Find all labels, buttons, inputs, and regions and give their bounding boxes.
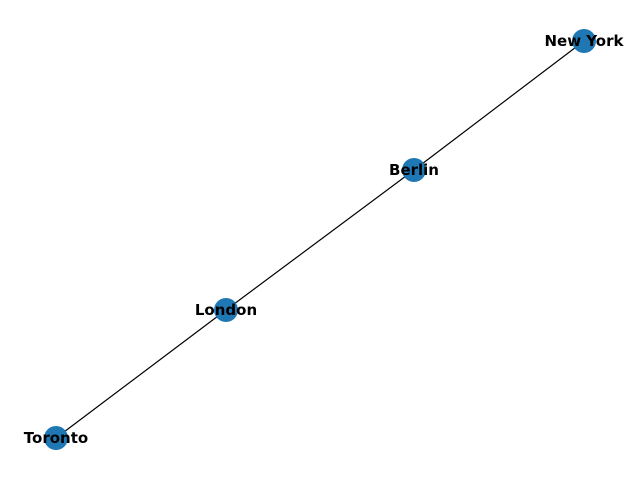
node-label-berlin: Berlin bbox=[389, 161, 439, 179]
edges-layer bbox=[55, 40, 585, 439]
edge-london-toronto bbox=[55, 309, 227, 439]
node-toronto bbox=[44, 426, 68, 450]
nodes-layer bbox=[44, 29, 596, 450]
node-label-london: London bbox=[195, 301, 257, 319]
edge-berlin-london bbox=[225, 169, 415, 311]
node-new-york bbox=[572, 29, 596, 53]
node-berlin bbox=[402, 158, 426, 182]
node-london bbox=[214, 298, 238, 322]
node-label-new-york: New York bbox=[545, 32, 625, 50]
node-label-toronto: Toronto bbox=[24, 429, 88, 447]
edge-new-york-berlin bbox=[413, 40, 585, 171]
